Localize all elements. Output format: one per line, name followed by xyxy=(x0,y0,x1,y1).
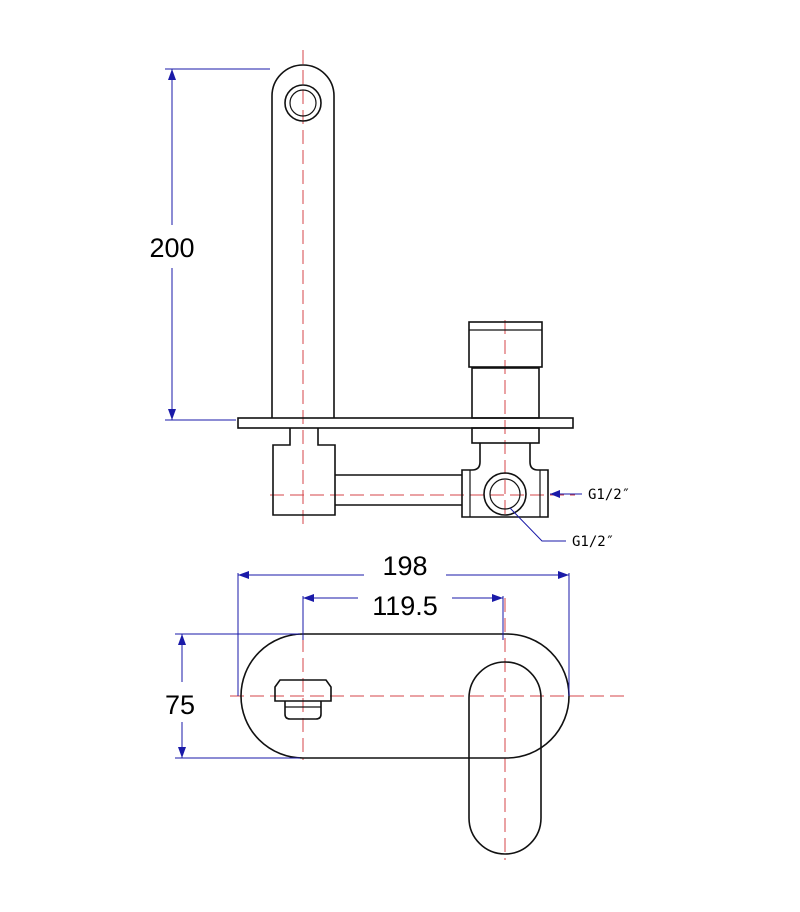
spout-outlet-inner xyxy=(289,89,317,117)
inlet-port-outer xyxy=(483,472,527,516)
dim-198-arrow-left xyxy=(238,571,249,579)
spout-wall-body xyxy=(272,428,336,516)
callout-side-label: G1/2″ xyxy=(588,487,630,503)
valve-cartridge xyxy=(471,427,540,444)
callout-bottom-label: G1/2″ xyxy=(572,534,614,550)
dim-1195-label: 119.5 xyxy=(372,591,438,621)
dim-200-arrow-top xyxy=(168,69,176,80)
valve-handle-cap xyxy=(468,321,543,368)
side-view: 200 G1/2″ G1/2″ xyxy=(149,50,630,550)
dim-75-arrow-bottom xyxy=(178,747,186,758)
dim-200-arrow-bottom xyxy=(168,409,176,420)
handle-lever xyxy=(468,661,542,855)
dim-1195-arrow-left xyxy=(303,594,314,602)
dim-198-label: 198 xyxy=(382,551,427,581)
dim-75-arrow-top xyxy=(178,634,186,645)
wall-plate-front xyxy=(240,633,570,759)
spout-body xyxy=(271,64,335,418)
valve-handle-stem xyxy=(471,367,540,419)
spout-nozzle xyxy=(274,679,332,702)
dim-198-arrow-right xyxy=(558,571,569,579)
callout-side-arrow xyxy=(550,490,560,498)
spout-outlet-outer xyxy=(284,84,322,122)
spout-nozzle-ring xyxy=(284,701,322,720)
valve-housing xyxy=(461,443,549,518)
front-view: 198 119.5 75 xyxy=(165,551,625,860)
dim-75-label: 75 xyxy=(165,690,195,720)
dim-200-label: 200 xyxy=(149,233,194,263)
dim-1195-arrow-right xyxy=(492,594,503,602)
inlet-port-inner xyxy=(489,478,521,510)
wall-plate-side xyxy=(237,417,574,429)
callout-bottom-leader xyxy=(509,507,566,542)
